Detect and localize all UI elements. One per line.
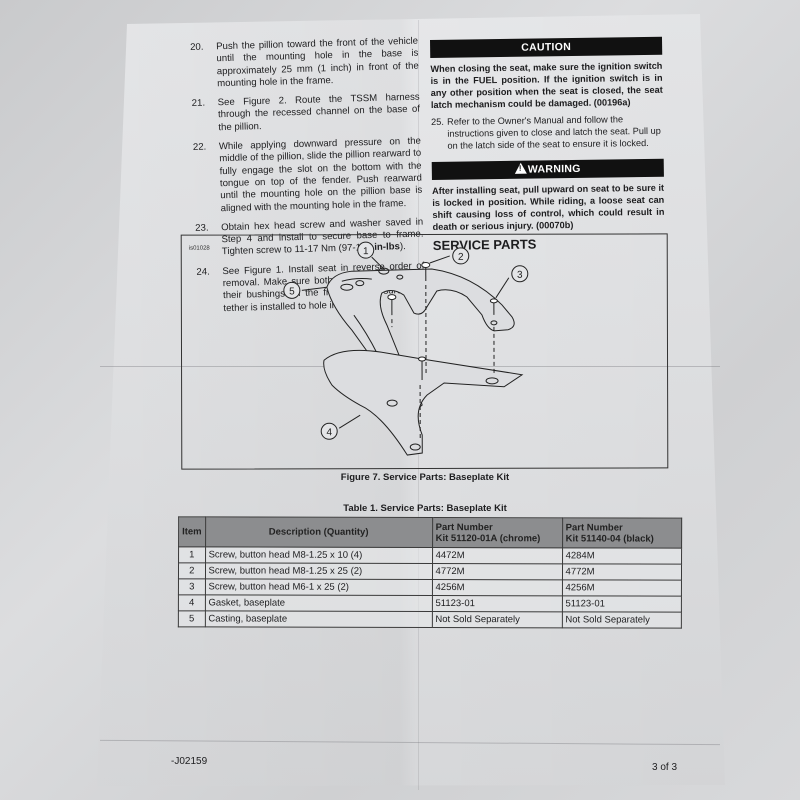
caution-text: When closing the seat, make sure the ign… [430,60,663,110]
table-row: 5 Casting, baseplate Not Sold Separately… [178,610,682,629]
table-row: 2 Screw, button head M8-1.25 x 25 (2) 47… [178,562,682,581]
callout-1: 1 [363,246,369,257]
figure-service-parts: is01028 [180,233,669,470]
callout-3: 3 [517,270,523,281]
baseplate-exploded-diagram: 1 2 3 4 5 [283,241,529,456]
step-text: Push the pillion toward the front of the… [215,35,419,90]
warning-title: WARNING [527,162,581,176]
caution-banner: CAUTION [430,36,663,58]
step-25: 25. Refer to the Owner's Manual and foll… [431,114,661,151]
callout-4: 4 [326,427,332,438]
step-text: While applying downward pressure on the … [218,135,423,214]
table-title: Table 1. Service Parts: Baseplate Kit [343,503,507,514]
page-number: 3 of 3 [652,762,678,773]
table-row: 3 Screw, button head M6-1 x 25 (2) 4256M… [178,578,682,597]
step-20: 20. Push the pillion toward the front of… [190,35,419,90]
step-text: See Figure 2. Route the TSSM harness thr… [217,91,421,134]
callout-2: 2 [458,252,464,263]
warning-banner: WARNING [431,158,664,180]
header-item: Item [178,516,206,547]
callout-5: 5 [289,286,295,297]
table-row: 4 Gasket, baseplate 51123-01 51123-01 [178,594,682,613]
document-number: -J02159 [171,756,208,767]
warning-text: After installing seat, pull upward on se… [432,182,665,232]
step-22: 22. While applying downward pressure on … [192,135,423,214]
step-21: 21. See Figure 2. Route the TSSM harness… [191,91,421,134]
warning-triangle-icon [514,162,527,174]
header-description: Description (Quantity) [205,516,433,548]
step-text: Refer to the Owner's Manual and follow t… [447,114,661,151]
table-row: 1 Screw, button head M8-1.25 x 10 (4) 44… [178,546,682,565]
instructions-right-column: CAUTION When closing the seat, make sure… [430,36,665,253]
figure-caption: Figure 7. Service Parts: Baseplate Kit [340,472,510,483]
